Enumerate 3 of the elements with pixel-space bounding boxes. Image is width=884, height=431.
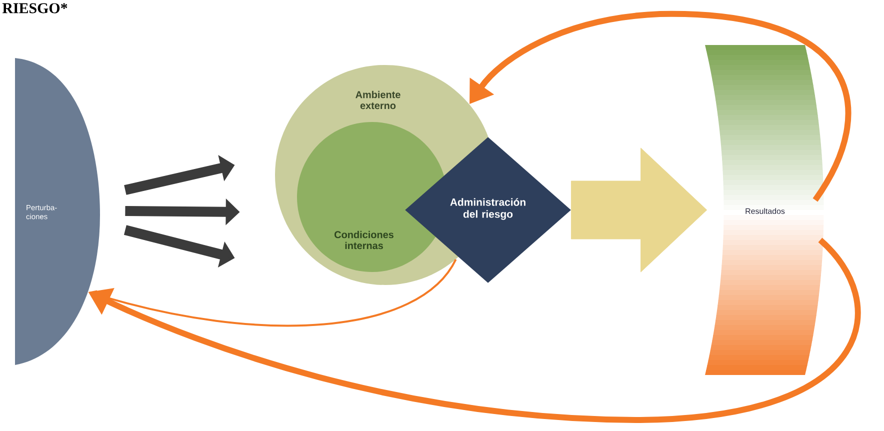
title: RIESGO* [2, 3, 68, 14]
block-arrow [570, 148, 708, 272]
curved-arrow [470, 11, 852, 202]
